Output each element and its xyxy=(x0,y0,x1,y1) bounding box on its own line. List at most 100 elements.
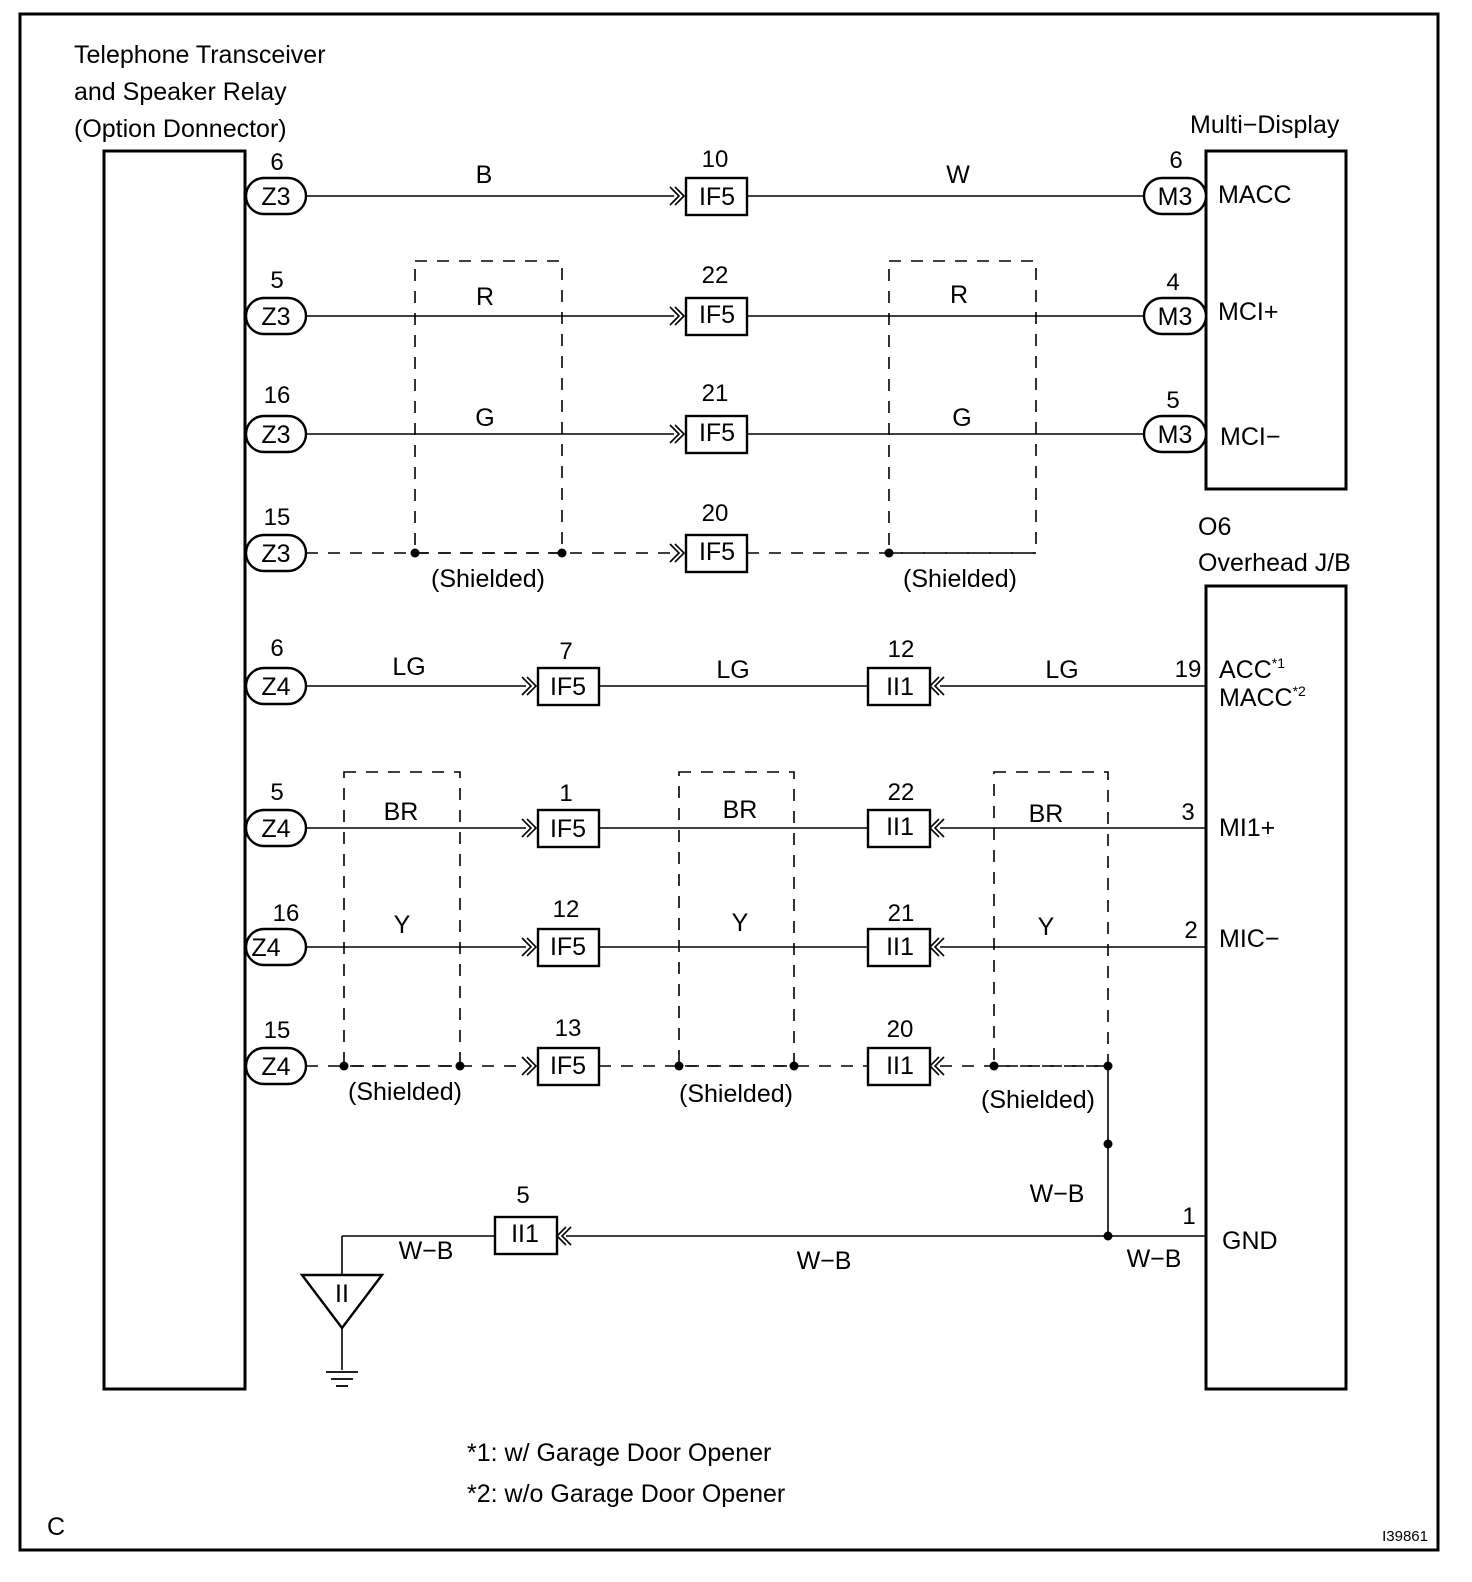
overhead-jb-box xyxy=(1204,584,1348,1391)
connector-oval xyxy=(1142,296,1208,336)
left-component-title-3: (Option Donnector) xyxy=(74,115,287,143)
connector-z4-1: Z4 xyxy=(261,673,290,701)
wire-color: W−B xyxy=(399,1237,454,1265)
shield-label: (Shielded) xyxy=(679,1080,793,1108)
connector-m3-2: M3 xyxy=(1158,303,1193,331)
right-connectors: M3 6 M3 4 M3 5 xyxy=(1142,147,1208,454)
left-connectors: Z3 6 Z3 5 Z3 16 Z3 15 Z4 6 Z4 5 Z4 16 Z4… xyxy=(244,149,308,1086)
ground-point-triangle xyxy=(299,1273,385,1330)
connector-z4-2: Z4 xyxy=(261,815,290,843)
connector-if5: IF5 xyxy=(550,1052,586,1080)
shield-label: (Shielded) xyxy=(431,565,545,593)
pin-number: 12 xyxy=(553,896,580,923)
pin-number: 6 xyxy=(1169,147,1182,174)
lower-inline-connectors: IF5 7 II1 12 IF5 1 II1 22 IF5 12 II1 21 … xyxy=(521,636,945,1087)
wire-color-labels: B W R R G G LG LG LG BR BR BR Y Y Y xyxy=(384,161,1079,941)
corner-letter: C xyxy=(47,1513,65,1541)
note-2: *2: w/o Garage Door Opener xyxy=(467,1480,785,1508)
connector-if5: IF5 xyxy=(699,183,735,211)
shield-label: (Shielded) xyxy=(348,1078,462,1106)
connector-oval xyxy=(244,808,308,848)
pin-number: 12 xyxy=(888,636,915,663)
wire-color: G xyxy=(952,404,971,432)
multi-display-title: Multi−Display xyxy=(1190,111,1340,139)
ground-point-code: II xyxy=(335,1280,349,1308)
wire-color: W xyxy=(946,161,970,189)
connector-if5: IF5 xyxy=(699,301,735,329)
note-1: *1: w/ Garage Door Opener xyxy=(467,1439,771,1467)
wire-color: W−B xyxy=(797,1247,852,1275)
wire-color: Y xyxy=(1038,913,1055,941)
pin-number: 20 xyxy=(887,1016,914,1043)
wire-color: BR xyxy=(1029,800,1064,828)
jb-terminal-acc: ACC*1 xyxy=(1219,655,1285,684)
connector-oval xyxy=(244,533,308,573)
pin-number: 15 xyxy=(264,1017,291,1044)
telephone-transceiver-box xyxy=(102,149,247,1391)
connector-z3-1: Z3 xyxy=(261,183,290,211)
connector-ii1: II1 xyxy=(886,813,914,841)
jb-terminal-mic-minus: MIC− xyxy=(1219,925,1279,953)
pin-number: 22 xyxy=(702,262,729,289)
jb-pin-1: 1 xyxy=(1182,1203,1195,1230)
left-component-title-2: and Speaker Relay xyxy=(74,78,287,106)
pin-number: 6 xyxy=(270,149,283,176)
connector-m3-1: M3 xyxy=(1158,183,1193,211)
wire-color: B xyxy=(476,161,493,189)
left-component-title-1: Telephone Transceiver xyxy=(74,41,326,69)
pin-number: 22 xyxy=(888,779,915,806)
connector-ii1: II1 xyxy=(886,673,914,701)
multi-display-terminal-macc: MACC xyxy=(1218,181,1292,209)
connector-z4-3: Z4 xyxy=(251,934,280,962)
pin-number: 21 xyxy=(888,900,915,927)
wire-color: W−B xyxy=(1030,1180,1085,1208)
wire-color: LG xyxy=(392,653,425,681)
pin-number: 16 xyxy=(264,382,291,409)
multi-display-terminal-mci-minus: MCI− xyxy=(1220,423,1280,451)
wire-color: R xyxy=(950,281,968,309)
connector-ii1-ground: II1 xyxy=(511,1220,539,1248)
pin-number: 4 xyxy=(1166,269,1179,296)
connector-ii1: II1 xyxy=(886,933,914,961)
connector-m3-3: M3 xyxy=(1158,421,1193,449)
pin-number: 7 xyxy=(559,638,572,665)
jb-terminal-mi1-plus: MI1+ xyxy=(1219,814,1275,842)
diagram-frame xyxy=(18,12,1440,1552)
connector-oval xyxy=(244,666,308,706)
pin-number: 13 xyxy=(555,1015,582,1042)
pin-number: 20 xyxy=(702,500,729,527)
connector-if5: IF5 xyxy=(699,538,735,566)
pin-number: 5 xyxy=(516,1182,529,1209)
connector-z3-2: Z3 xyxy=(261,303,290,331)
connector-if5: IF5 xyxy=(550,933,586,961)
connector-if5: IF5 xyxy=(550,673,586,701)
connector-if5: IF5 xyxy=(699,419,735,447)
wire-color: LG xyxy=(716,656,749,684)
pin-number: 21 xyxy=(702,380,729,407)
connector-oval xyxy=(244,176,308,216)
pin-number: 16 xyxy=(273,900,300,927)
shield-label: (Shielded) xyxy=(903,565,1017,593)
wire-lines xyxy=(306,195,1206,1276)
pin-number: 15 xyxy=(264,504,291,531)
connector-oval xyxy=(1142,176,1208,216)
shield-labels: (Shielded) (Shielded) (Shielded) (Shield… xyxy=(348,565,1095,1114)
splice-dots xyxy=(339,548,1113,1241)
wire-color: G xyxy=(475,404,494,432)
jb-terminal-macc: MACC*2 xyxy=(1219,683,1306,712)
wire-color: R xyxy=(476,283,494,311)
connector-oval xyxy=(244,1046,308,1086)
pin-number: 5 xyxy=(270,779,283,806)
connector-z4-4: Z4 xyxy=(261,1053,290,1081)
overhead-jb-code: O6 xyxy=(1198,513,1231,541)
jb-pin-3: 3 xyxy=(1181,799,1194,826)
jb-terminal-gnd: GND xyxy=(1222,1227,1278,1255)
pin-number: 5 xyxy=(1166,387,1179,414)
connector-oval xyxy=(244,414,308,454)
connector-ii1: II1 xyxy=(886,1052,914,1080)
shield-label: (Shielded) xyxy=(981,1086,1095,1114)
pin-number: 10 xyxy=(702,146,729,173)
jb-pin-19: 19 xyxy=(1175,656,1202,683)
shield-dashed-lines xyxy=(306,260,1109,1067)
